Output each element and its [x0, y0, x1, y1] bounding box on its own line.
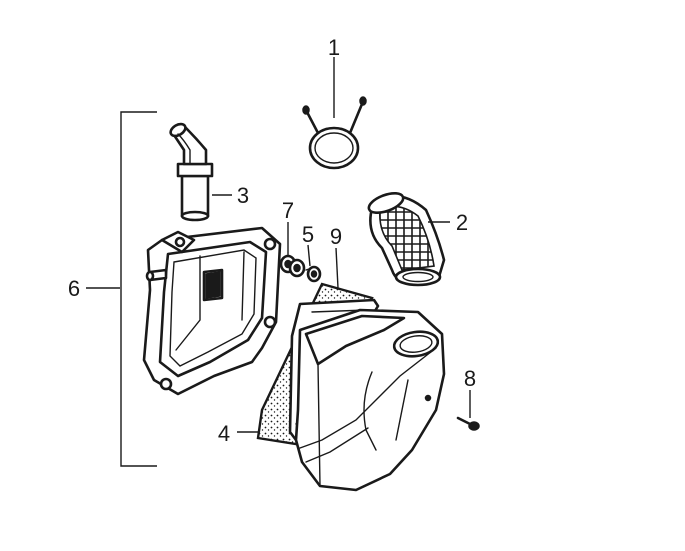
callout-4: 4 [218, 421, 230, 446]
screw-part-8 [456, 416, 480, 431]
leader-lines [86, 57, 471, 433]
callout-2: 2 [456, 210, 468, 235]
callout-1: 1 [328, 35, 340, 60]
breather-tube-part [169, 122, 214, 222]
air-box-cover-part [294, 308, 446, 492]
air-box-base-part [142, 226, 282, 396]
callout-7: 7 [282, 198, 294, 223]
callout-6: 6 [68, 276, 80, 301]
callout-5: 5 [302, 222, 314, 247]
hose-clamp-part [302, 96, 367, 170]
grommet-part [279, 254, 306, 278]
callout-8: 8 [464, 366, 476, 391]
callout-3: 3 [237, 183, 249, 208]
callout-9: 9 [330, 224, 342, 249]
intake-duct-part [367, 191, 446, 287]
spacer-part [305, 265, 322, 283]
assembly-bracket [120, 111, 157, 467]
